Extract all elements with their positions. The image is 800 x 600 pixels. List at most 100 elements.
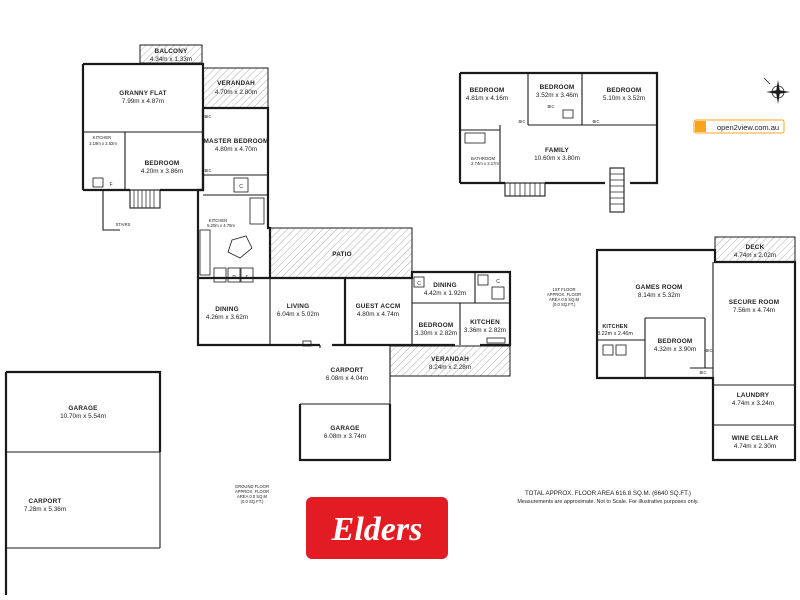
elders-logo-text: Elders	[331, 511, 423, 548]
granny-stairs	[129, 189, 161, 209]
kitchen-guest-name: KITCHEN	[470, 319, 500, 326]
kitchen-main-dims: 5.20m x 4.70m	[207, 223, 235, 228]
ff-stairs-right	[609, 167, 625, 213]
bic-master-1: BIC	[205, 114, 212, 119]
living-dims: 6.04m x 5.02m	[277, 311, 319, 318]
first-area-note: 1ST FLOOR APPROX. FLOOR AREA 0.0 SQ.M (0…	[547, 287, 581, 307]
svg-text:1ST FLOOR: 1ST FLOOR	[552, 287, 575, 292]
living-name: LIVING	[287, 303, 310, 310]
ff-bic-2: BIC	[548, 104, 555, 109]
guest-accm-name: GUEST ACCM	[356, 303, 401, 310]
disclaimer-text: Measurements are approximate. Not to Sca…	[517, 499, 698, 505]
kitchen-gf-name: KITCHEN	[93, 135, 111, 140]
stairs-label: STAIRS	[116, 222, 131, 227]
compass-icon	[763, 77, 790, 104]
verandah-top-name: VERANDAH	[217, 80, 255, 87]
ff-bedroom3-name: BEDROOM	[607, 87, 642, 94]
deck-area	[714, 236, 796, 263]
first-floor-walls	[458, 71, 659, 185]
granny-flat-dims: 7.99m x 4.87m	[122, 98, 164, 105]
garage-small-name: GARAGE	[330, 425, 360, 432]
wine-cellar-name: WINE CELLAR	[732, 435, 779, 442]
total-area-text: TOTAL APPROX. FLOOR AREA 616.8 SQ.M. (66…	[525, 490, 691, 497]
deck-name: DECK	[746, 244, 765, 251]
bedroom-gf-name: BEDROOM	[145, 160, 180, 167]
ff-stairs-left	[504, 182, 546, 197]
laundry-dims: 4.74m x 3.24m	[732, 400, 774, 407]
lower-floor: DECK 4.74m x 2.02m GAMES ROOM 8.14m x 5.…	[595, 236, 797, 462]
games-room-name: GAMES ROOM	[635, 284, 682, 291]
laundry-name: LAUNDRY	[737, 392, 770, 399]
secure-room-dims: 7.56m x 4.74m	[733, 307, 775, 314]
ground-floor: BALCONY 4.34m x 1.33m VERANDAH 4.70m x 2…	[4, 44, 512, 595]
lf-kitchen-name: KITCHEN	[602, 324, 627, 330]
bathroom-name: BATHROOM	[471, 156, 495, 161]
dining-guest-dims: 4.42m x 1.92m	[424, 290, 466, 297]
ff-bic-1: BIC	[519, 119, 526, 124]
carport-small-name: CARPORT	[331, 367, 364, 374]
garage-large-dims: 10.70m x 5.54m	[60, 413, 106, 420]
first-floor: BEDROOM 4.81m x 4.16m BEDROOM 3.52m x 3.…	[458, 71, 659, 213]
lf-bedroom-name: BEDROOM	[658, 338, 693, 345]
guest-accm-dims: 4.80m x 4.74m	[357, 311, 399, 318]
carport-large-name: CARPORT	[29, 498, 62, 505]
verandah-top-area	[202, 67, 269, 109]
svg-text:(0.0 SQ.FT.): (0.0 SQ.FT.)	[553, 302, 576, 307]
cupboard-master-label: C	[239, 184, 243, 190]
elders-logo: Elders	[306, 497, 448, 559]
carport-large-dims: 7.28m x 5.36m	[24, 506, 66, 513]
games-room-dims: 8.14m x 5.32m	[638, 292, 680, 299]
patio-area	[269, 227, 413, 279]
kitchen-gf-dims: 3.19m x 2.52m	[89, 141, 117, 146]
granny-flat-name: GRANNY FLAT	[119, 90, 166, 97]
open2view-badge: open2view.com.au	[693, 119, 785, 134]
cupboard-guest-label: C	[417, 281, 421, 287]
master-bedroom-name: MASTER BEDROOM	[204, 138, 269, 145]
kitchen-guest-dims: 3.36m x 2.82m	[464, 327, 506, 334]
ff-bic-3: BIC	[593, 119, 600, 124]
verandah-bottom-dims: 8.24m x 2.28m	[429, 364, 471, 371]
deck-dims: 4.74m x 2.02m	[734, 252, 776, 259]
fridge-gf-label: F	[109, 182, 112, 188]
balcony-dims: 4.34m x 1.33m	[150, 56, 192, 63]
lf-bic-1: BIC	[706, 348, 713, 353]
bedroom-guest-name: BEDROOM	[419, 322, 454, 329]
ff-bedroom3-dims: 5.10m x 3.52m	[603, 95, 645, 102]
master-bedroom-dims: 4.80m x 4.70m	[215, 146, 257, 153]
svg-text:GROUND FLOOR: GROUND FLOOR	[235, 484, 269, 489]
cupboard-guest2-label: C	[496, 279, 500, 285]
ff-bedroom2-name: BEDROOM	[540, 84, 575, 91]
ground-area-note: GROUND FLOOR APPROX. FLOOR AREA 0.0 SQ.M…	[235, 484, 269, 504]
guest-wing-walls	[345, 270, 512, 347]
verandah-top-dims: 4.70m x 2.80m	[215, 89, 257, 96]
svg-text:AREA 0.0 SQ.M: AREA 0.0 SQ.M	[549, 297, 580, 302]
carport-small-dims: 6.08m x 4.04m	[326, 375, 368, 382]
lf-bic-2: BIC	[700, 370, 707, 375]
kitchen-main-name: KITCHEN	[209, 218, 227, 223]
wine-cellar-dims: 4.74m x 2.30m	[734, 443, 776, 450]
garage-small-dims: 6.08m x 3.74m	[324, 433, 366, 440]
family-dims: 10.60m x 3.80m	[534, 155, 580, 162]
garage-large-walls	[4, 370, 162, 595]
lf-kitchen-dims: 3.22m x 2.46m	[597, 331, 633, 337]
dining-main-dims: 4.26m x 3.62m	[206, 314, 248, 321]
family-name: FAMILY	[545, 147, 570, 154]
garage-large-name: GARAGE	[68, 405, 98, 412]
lower-floor-walls	[595, 248, 797, 462]
svg-text:AREA 0.0 SQ.M: AREA 0.0 SQ.M	[237, 494, 268, 499]
bedroom-gf-dims: 4.20m x 3.86m	[141, 168, 183, 175]
garage-small-walls	[298, 404, 392, 462]
bic-master-2: BIC	[205, 168, 212, 173]
verandah-bottom-name: VERANDAH	[431, 356, 469, 363]
dining-main-name: DINING	[215, 306, 239, 313]
open2view-text: open2view.com.au	[717, 123, 779, 132]
bedroom-guest-dims: 3.30m x 2.82m	[415, 330, 457, 337]
ff-bedroom1-name: BEDROOM	[470, 87, 505, 94]
svg-text:(0.0 SQ.FT.): (0.0 SQ.FT.)	[241, 499, 264, 504]
bathroom-dims: 2.74m x 2.17m	[471, 161, 499, 166]
svg-text:APPROX. FLOOR: APPROX. FLOOR	[235, 489, 269, 494]
ff-bedroom1-dims: 4.81m x 4.16m	[466, 95, 508, 102]
ff-bedroom2-dims: 3.52m x 3.46m	[536, 92, 578, 99]
dining-guest-name: DINING	[433, 282, 457, 289]
